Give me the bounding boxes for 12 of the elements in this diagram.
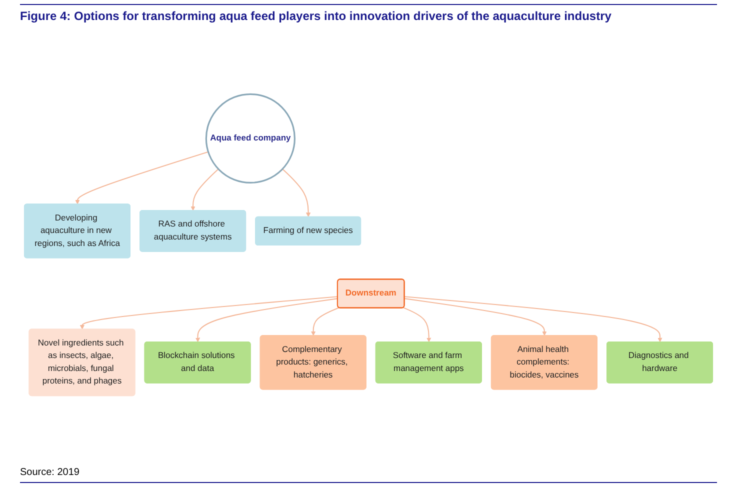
arrow [75, 151, 208, 204]
arrow [310, 307, 340, 336]
arrow [195, 298, 338, 342]
arrow [404, 298, 547, 336]
node-circle: Aqua feed company [205, 93, 296, 184]
arrow [80, 296, 338, 330]
arrow [404, 296, 662, 342]
source-caption: Source: 2019 [20, 467, 717, 483]
arrow [190, 168, 219, 211]
figure-title: Figure 4: Options for transforming aqua feed players into innovation drivers of the aquaculture industry [20, 4, 717, 23]
arrow [282, 168, 311, 218]
arrow [403, 307, 432, 342]
